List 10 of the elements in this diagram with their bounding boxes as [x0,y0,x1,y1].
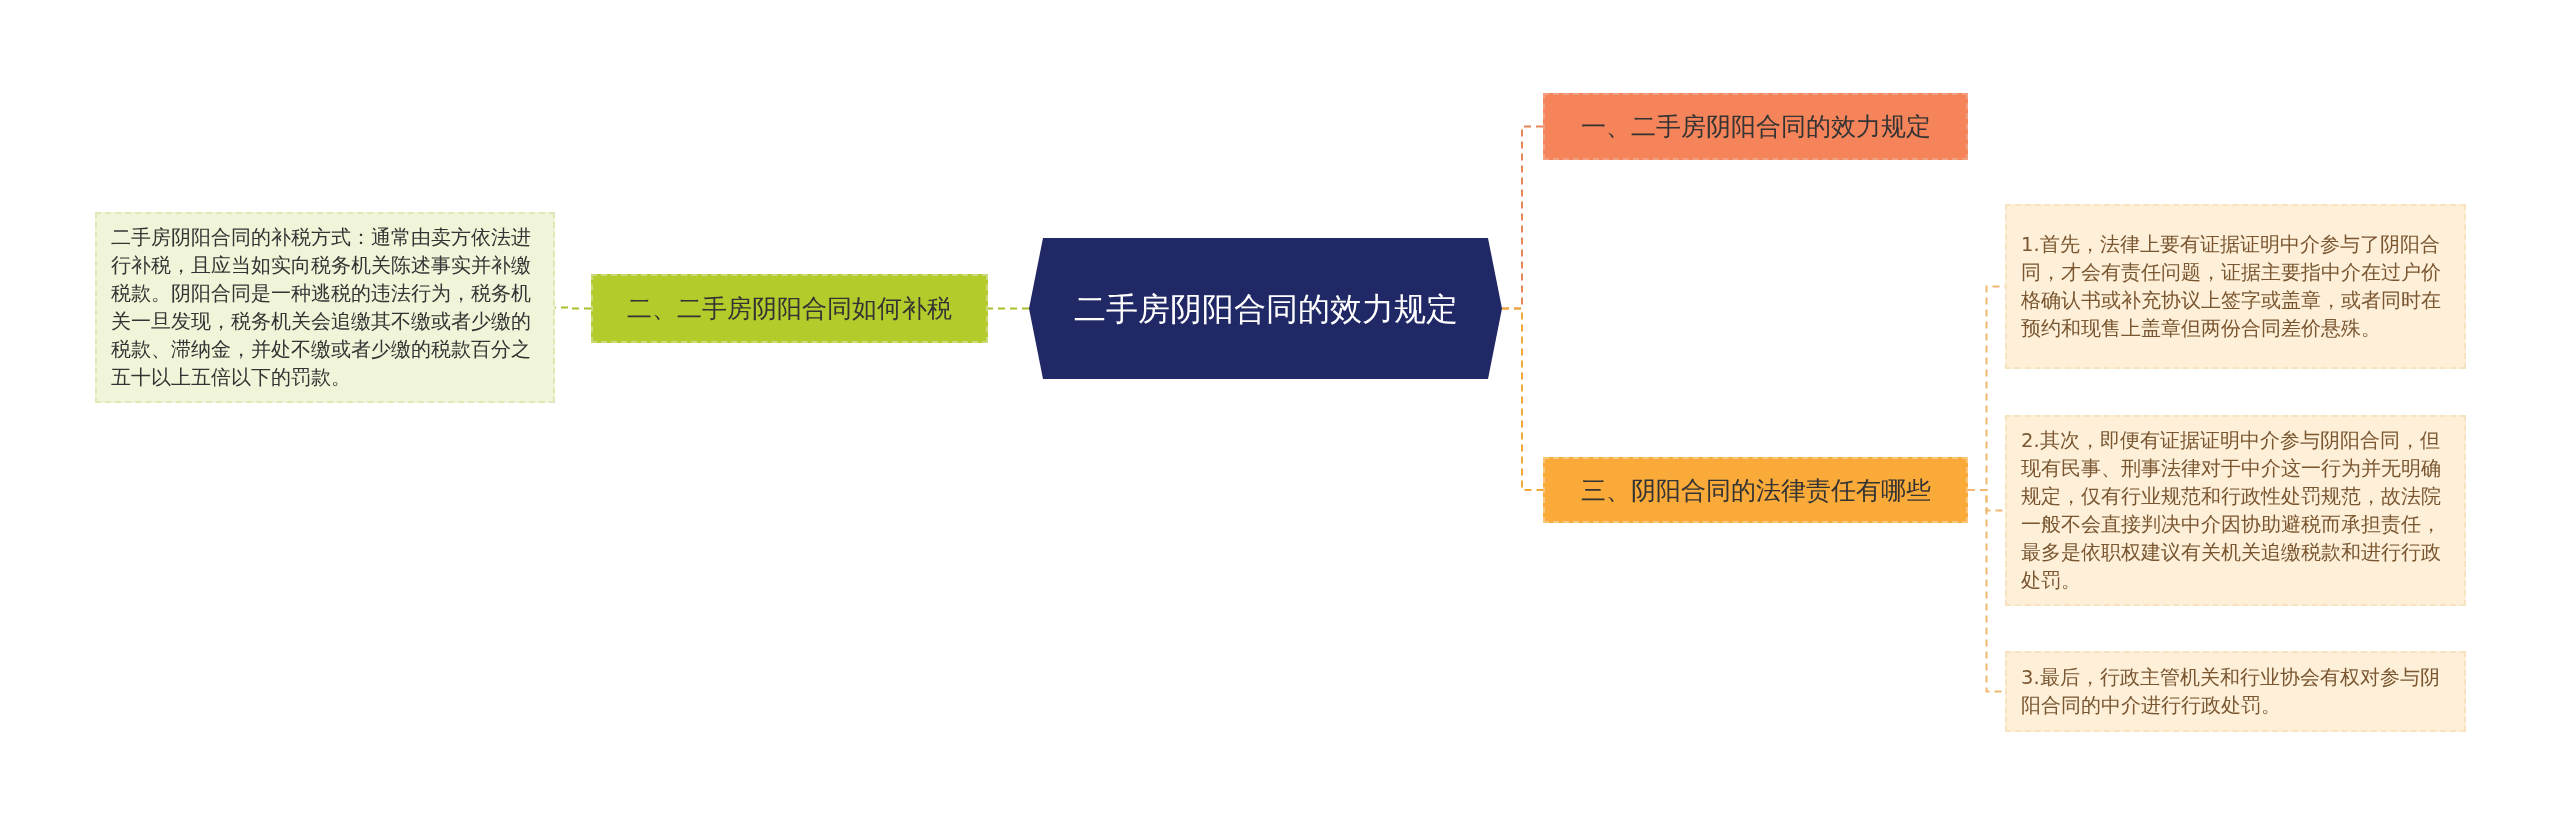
note-box: 1.首先，法律上要有证据证明中介参与了阴阳合同，才会有责任问题，证据主要指中介在过户价格确认书或补充协议上签字或盖章，或者同时在预约和现售上盖章但两份合同差价悬殊。 [2005,204,2466,369]
topic-hexagon: 二手房阴阳合同的效力规定 [1029,238,1502,379]
subtopic-box: 三、阴阳合同的法律责任有哪些 [1543,457,1968,523]
connector-line [987,307,1030,310]
note-box: 3.最后，行政主管机关和行业协会有权对参与阴阳合同的中介进行行政处罚。 [2005,651,2466,732]
subtopic-box: 二、二手房阴阳合同如何补税 [591,274,988,343]
note-box: 二手房阴阳合同的补税方式：通常由卖方依法进行补税，且应当如实向税务机关陈述事实并补缴税款。阴阳合同是一种逃税的违法行为，税务机关一旦发现，税务机关会追缴其不缴或者少缴的税款、滞纳金，并处不缴或者少缴的税款百分之五十以上五倍以下的罚款。 [95,212,555,403]
connector-line [1501,307,1544,491]
note-box: 2.其次，即便有证据证明中介参与阴阳合同，但现有民事、刑事法律对于中介这一行为并无明确规定，仅有行业规范和行政性处罚规范，故法院一般不会直接判决中介因协助避税而承担责任，最多是依职权建议有关机关追缴税款和进行行政处罚。 [2005,415,2466,606]
subtopic-box: 一、二手房阴阳合同的效力规定 [1543,93,1968,160]
